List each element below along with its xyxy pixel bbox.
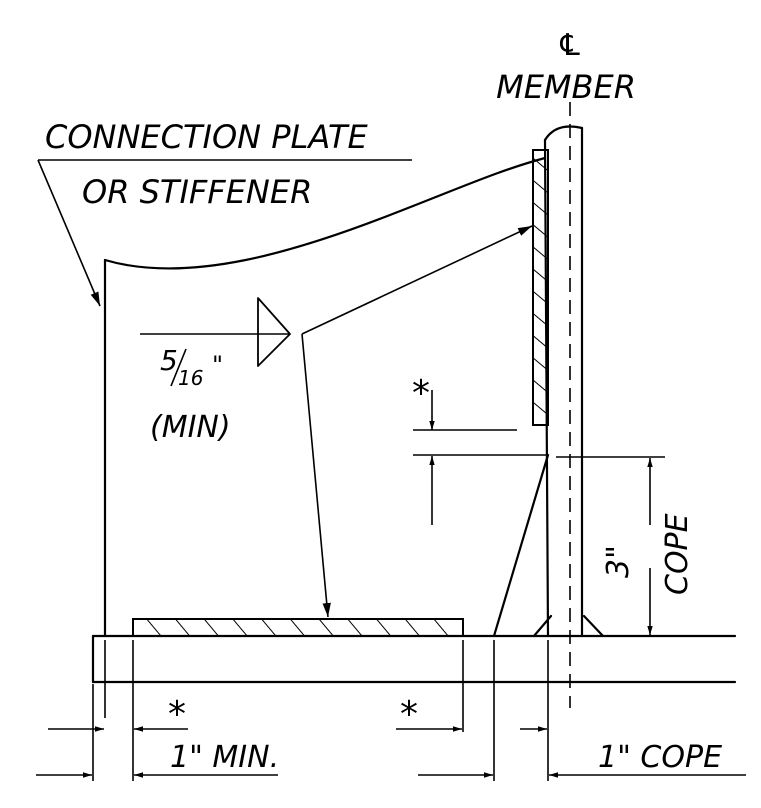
member-top-break: [543, 125, 584, 142]
weld-min-label: (MIN): [150, 410, 231, 445]
member-label: MEMBER: [496, 68, 636, 106]
weld-size-inch: ": [212, 351, 223, 379]
vertical-gap-dimension: *: [412, 373, 548, 525]
weld-arrow-up: [301, 225, 533, 335]
centerline: ℄ MEMBER: [496, 28, 636, 708]
member-web: [543, 125, 584, 638]
left-gap-asterisk: *: [168, 694, 186, 735]
cope-height-dimension: 3" COPE: [556, 456, 695, 635]
member-base-fillets: [532, 614, 605, 638]
extension-lines: [92, 640, 549, 781]
fillet-weld-symbol: [257, 297, 291, 367]
connection-plate-leader: CONNECTION PLATE OR STIFFENER: [37, 118, 412, 307]
stiffener-label: OR STIFFENER: [82, 173, 312, 211]
flange: [91, 634, 737, 684]
vertical-weld: [532, 149, 549, 426]
one-inch-cope-label: 1" COPE: [598, 740, 722, 775]
plate-top-break: [103, 156, 547, 270]
horizontal-weld: [132, 618, 464, 637]
weld-size-numerator: 5: [160, 344, 178, 377]
connection-plate-label: CONNECTION PLATE: [45, 118, 368, 156]
weld-size-denominator: 16: [178, 366, 203, 390]
cope-height-value: 3": [601, 545, 636, 578]
centerline-symbol: ℄: [557, 28, 584, 63]
left-end-dimensions: * 1" MIN.: [36, 694, 279, 778]
connection-plate: [103, 156, 550, 638]
plate-cope-edge: [492, 453, 550, 638]
right-gap-asterisk: *: [400, 694, 418, 735]
one-inch-min-label: 1" MIN.: [170, 740, 279, 775]
right-end-dimensions: * 1" COPE: [396, 694, 746, 778]
weld-fraction-bar: [170, 348, 187, 387]
weld-symbol: 5 16 " (MIN): [140, 225, 533, 618]
cope-height-label: COPE: [660, 513, 695, 595]
vertical-gap-asterisk: *: [412, 373, 430, 414]
weld-arrow-down: [301, 333, 331, 618]
